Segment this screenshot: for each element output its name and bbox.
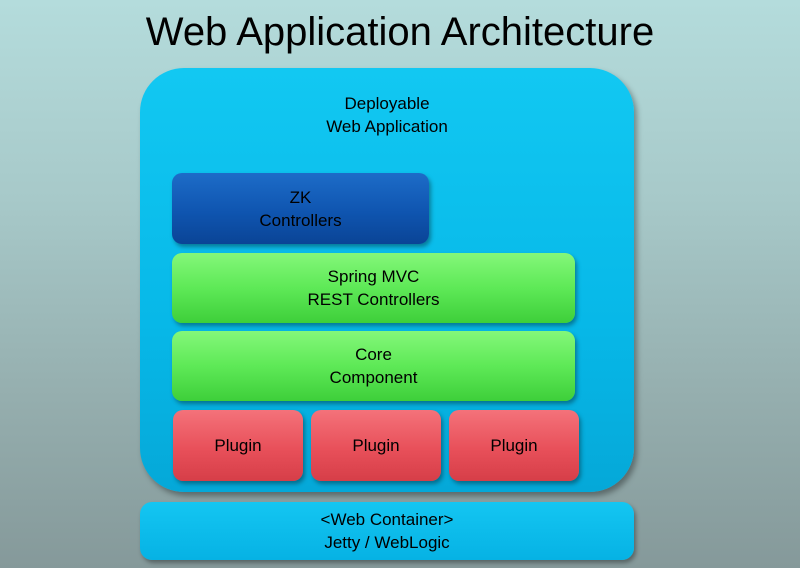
plugin-label: Plugin [214,436,262,455]
webapp-label-line2: Web Application [326,117,448,136]
container-label-line2: Jetty / WebLogic [324,533,450,552]
spring-label-line1: Spring MVC [327,267,420,286]
zk-label-line2: Controllers [259,210,342,230]
core-component-block: Core Component [172,331,575,401]
plugin-label: Plugin [352,436,400,455]
plugin-block: Plugin [173,410,303,481]
plugin-block: Plugin [311,410,441,481]
webapp-label-line1: Deployable [344,94,430,113]
zk-label-line1: ZK [289,187,312,207]
plugin-label: Plugin [490,436,538,455]
core-label-line1: Core [355,345,392,364]
spring-mvc-block: Spring MVC REST Controllers [172,253,575,323]
deployable-web-application-label: Deployable Web Application [140,92,634,138]
spring-label-line2: REST Controllers [307,290,440,309]
web-container-block: <Web Container> Jetty / WebLogic [140,502,634,560]
core-label-line2: Component [329,368,418,387]
zk-controllers-block: ZK Controllers [172,173,429,244]
diagram-title: Web Application Architecture [145,10,655,54]
plugin-block: Plugin [449,410,579,481]
container-label-line1: <Web Container> [320,510,454,529]
